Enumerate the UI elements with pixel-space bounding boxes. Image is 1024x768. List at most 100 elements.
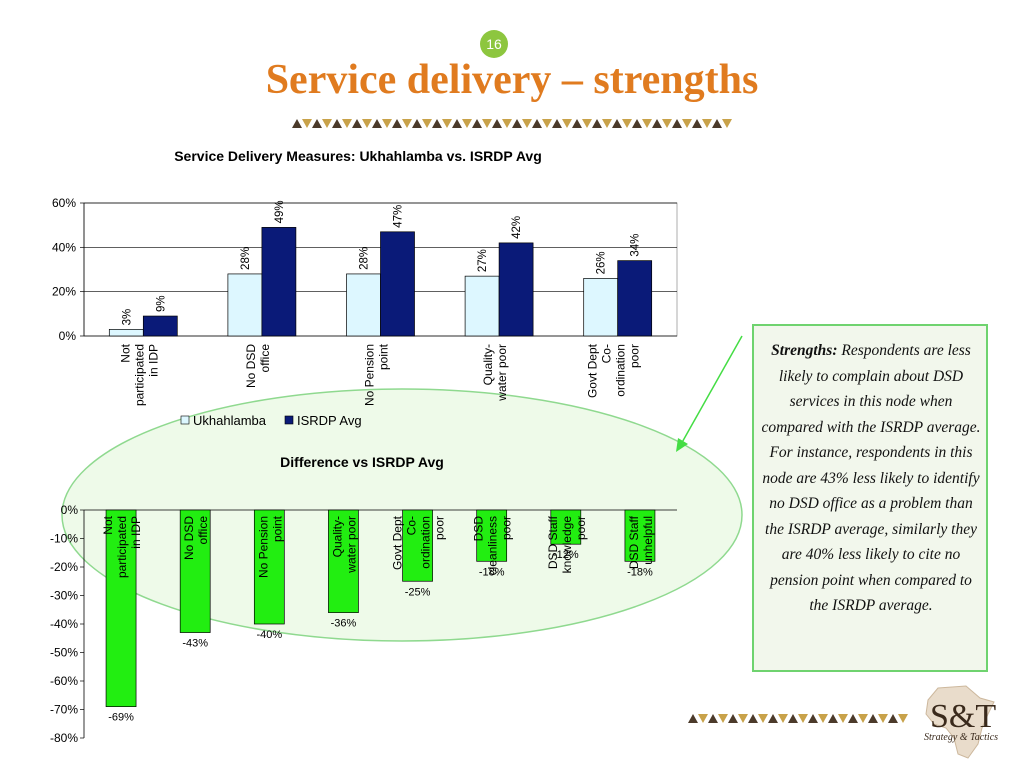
chart1-category-label: No Pension — [363, 344, 377, 406]
chart1-data-label: 47% — [393, 205, 405, 228]
slide-number-badge: 16 — [480, 30, 508, 58]
divider-triangle — [402, 119, 412, 128]
divider-triangle — [452, 119, 462, 128]
chart1-category-label: office — [258, 344, 272, 373]
chart2-category-label: DSD Staff — [546, 515, 560, 569]
callout-arrow — [676, 335, 743, 452]
divider-triangle — [798, 714, 808, 723]
divider-triangle — [888, 714, 898, 723]
chart2-category-label: Govt Dept — [391, 515, 405, 570]
divider-triangle — [728, 714, 738, 723]
chart2-category-label: point — [270, 515, 284, 542]
decorative-divider-top — [292, 119, 732, 128]
divider-triangle — [422, 119, 432, 128]
divider-triangle — [522, 119, 532, 128]
chart1-y-tick-label: 0% — [59, 329, 77, 343]
logo-letters: S&T — [930, 698, 997, 735]
divider-triangle — [758, 714, 768, 723]
chart2-data-label: -18% — [479, 566, 505, 578]
divider-triangle — [708, 714, 718, 723]
chart2-title: Difference vs ISRDP Avg — [280, 454, 444, 470]
chart1-data-label: 9% — [155, 295, 167, 312]
chart1-category-label: Govt Dept — [586, 343, 600, 398]
highlight-ellipse — [61, 388, 743, 642]
logo-tagline: Strategy & Tactics — [923, 732, 999, 743]
chart1-bar-ukhahlamba — [346, 273, 381, 337]
chart2-category-label: poor — [574, 516, 588, 540]
chart2-data-label: -43% — [182, 638, 208, 650]
chart2-bars — [105, 509, 656, 707]
chart2-category-label: ordination — [419, 516, 433, 569]
decorative-divider-bottom — [688, 714, 908, 723]
divider-triangle — [512, 119, 522, 128]
legend-label-ukhahlamba: Ukhahlamba — [193, 413, 267, 428]
divider-triangle — [808, 714, 818, 723]
chart2-category-label: water poor — [344, 516, 358, 574]
callout-body: Respondents are less likely to complain … — [761, 342, 981, 614]
chart2-category-label: Not — [101, 515, 115, 534]
chart2-category-label: participated — [115, 516, 129, 578]
divider-triangle — [442, 119, 452, 128]
chart1-data-label: 27% — [477, 249, 489, 272]
chart2-category-label: No Pension — [256, 516, 270, 578]
chart1-bar-ukhahlamba — [583, 278, 619, 337]
chart2-category-label: poor — [433, 516, 447, 540]
chart2-y-tick-label: -80% — [50, 731, 78, 745]
divider-triangle — [702, 119, 712, 128]
divider-triangle — [602, 119, 612, 128]
divider-triangle — [838, 714, 848, 723]
chart1-bar-isrdp-avg — [617, 260, 653, 337]
chart1-data-label: 28% — [240, 247, 252, 270]
callout-box — [752, 324, 988, 672]
chart2-bar — [550, 509, 582, 545]
chart2-data-label: -18% — [627, 566, 653, 578]
chart2-data-label: -36% — [331, 618, 357, 630]
divider-triangle — [482, 119, 492, 128]
callout-lead: Strengths: — [771, 342, 838, 359]
chart1-bar-isrdp-avg — [261, 227, 297, 337]
divider-triangle — [778, 714, 788, 723]
divider-triangle — [332, 119, 342, 128]
chart2-y-tick-label: -70% — [50, 703, 78, 717]
chart1-bars — [108, 227, 653, 337]
chart2-category-label: unhelpful — [641, 516, 655, 565]
chart2-category-label: DSD Staff — [627, 515, 641, 569]
divider-triangle — [652, 119, 662, 128]
divider-triangle — [632, 119, 642, 128]
divider-triangle — [572, 119, 582, 128]
chart2-bar — [624, 509, 656, 562]
divider-triangle — [342, 119, 352, 128]
chart2-data-label: -25% — [405, 586, 431, 598]
chart2-category-label: office — [196, 516, 210, 545]
chart2-y-tick-label: -50% — [50, 646, 78, 660]
divider-triangle — [532, 119, 542, 128]
chart2-y-tick-label: -20% — [50, 560, 78, 574]
chart1-data-label: 49% — [274, 200, 286, 223]
chart1-category-label: point — [377, 343, 391, 370]
chart2-bar — [476, 509, 508, 562]
divider-triangle — [788, 714, 798, 723]
divider-triangle — [472, 119, 482, 128]
divider-triangle — [718, 714, 728, 723]
chart2-data-labels: -69%-43%-40%-36%-25%-18%-12%-18% — [108, 549, 653, 723]
divider-triangle — [382, 119, 392, 128]
chart2-category-label: No DSD — [182, 516, 196, 560]
divider-triangle — [672, 119, 682, 128]
chart1-category-label: Quality- — [481, 344, 495, 385]
slide-title: Service delivery – strengths — [265, 57, 759, 103]
chart1-bar-ukhahlamba — [464, 275, 500, 337]
chart1-y-tick-label: 20% — [52, 285, 76, 299]
chart1-data-label: 42% — [511, 216, 523, 239]
divider-triangle — [362, 119, 372, 128]
divider-triangle — [768, 714, 778, 723]
chart1-data-label: 34% — [630, 234, 642, 257]
callout-text: Strengths: Respondents are less likely t… — [760, 338, 982, 619]
chart2-data-label: -69% — [108, 712, 134, 724]
chart1-bar-isrdp-avg — [498, 242, 534, 337]
chart1-legend: Ukhahlamba ISRDP Avg — [180, 413, 362, 428]
chart2-data-label: -12% — [553, 549, 579, 561]
legend-swatch-isrdp-avg — [284, 415, 294, 425]
divider-triangle — [322, 119, 332, 128]
